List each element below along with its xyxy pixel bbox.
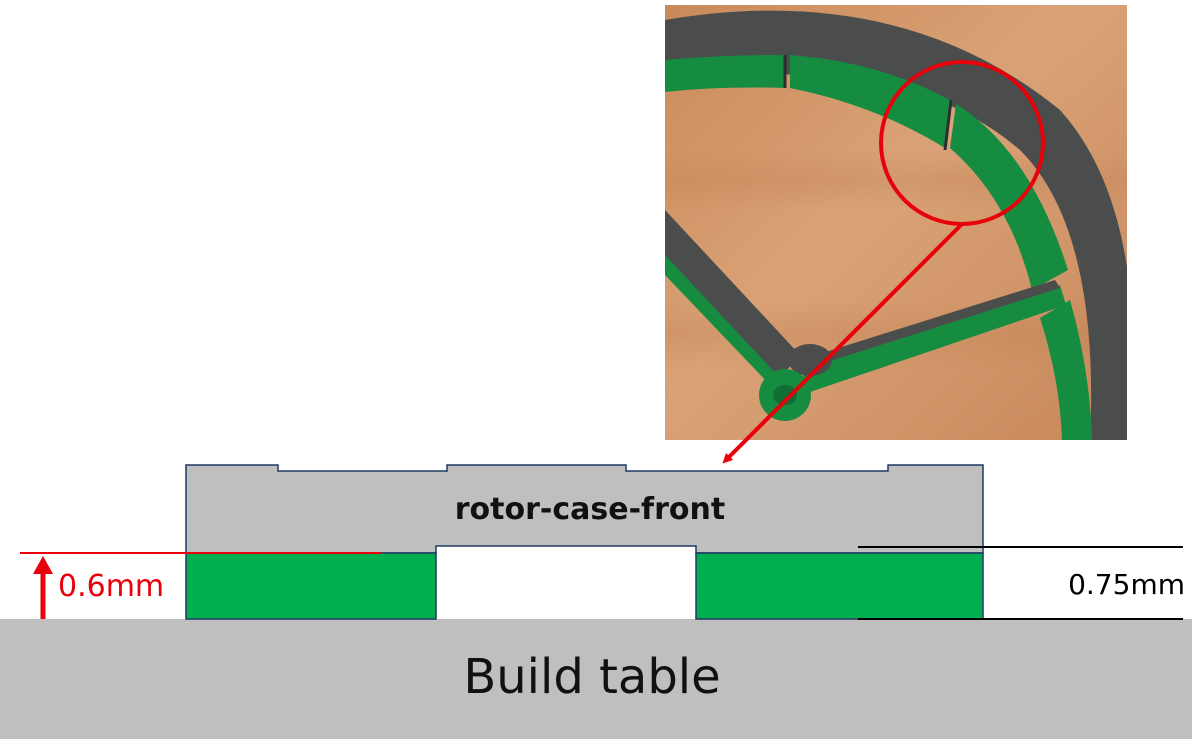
rotor-case-part (185, 464, 984, 554)
dimension-black-label: 0.75mm (1068, 568, 1185, 601)
build-table (0, 619, 1192, 739)
dimension-red-label: 0.6mm (58, 569, 164, 604)
green-segment (950, 104, 1068, 290)
green-segment (665, 55, 785, 92)
hub-top (788, 344, 832, 376)
dark-ring (665, 10, 1127, 440)
print-photo (665, 5, 1127, 440)
callout-arrow (722, 222, 964, 464)
green-segment (1040, 300, 1092, 440)
green-layer-left (185, 552, 437, 620)
spoke-right (800, 285, 1066, 392)
green-layer-right (695, 552, 984, 620)
spoke-left (665, 210, 800, 378)
build-table-label: Build table (463, 649, 720, 705)
green-segment (790, 55, 950, 148)
part-label: rotor-case-front (455, 492, 725, 527)
up-arrow-head (33, 556, 53, 574)
